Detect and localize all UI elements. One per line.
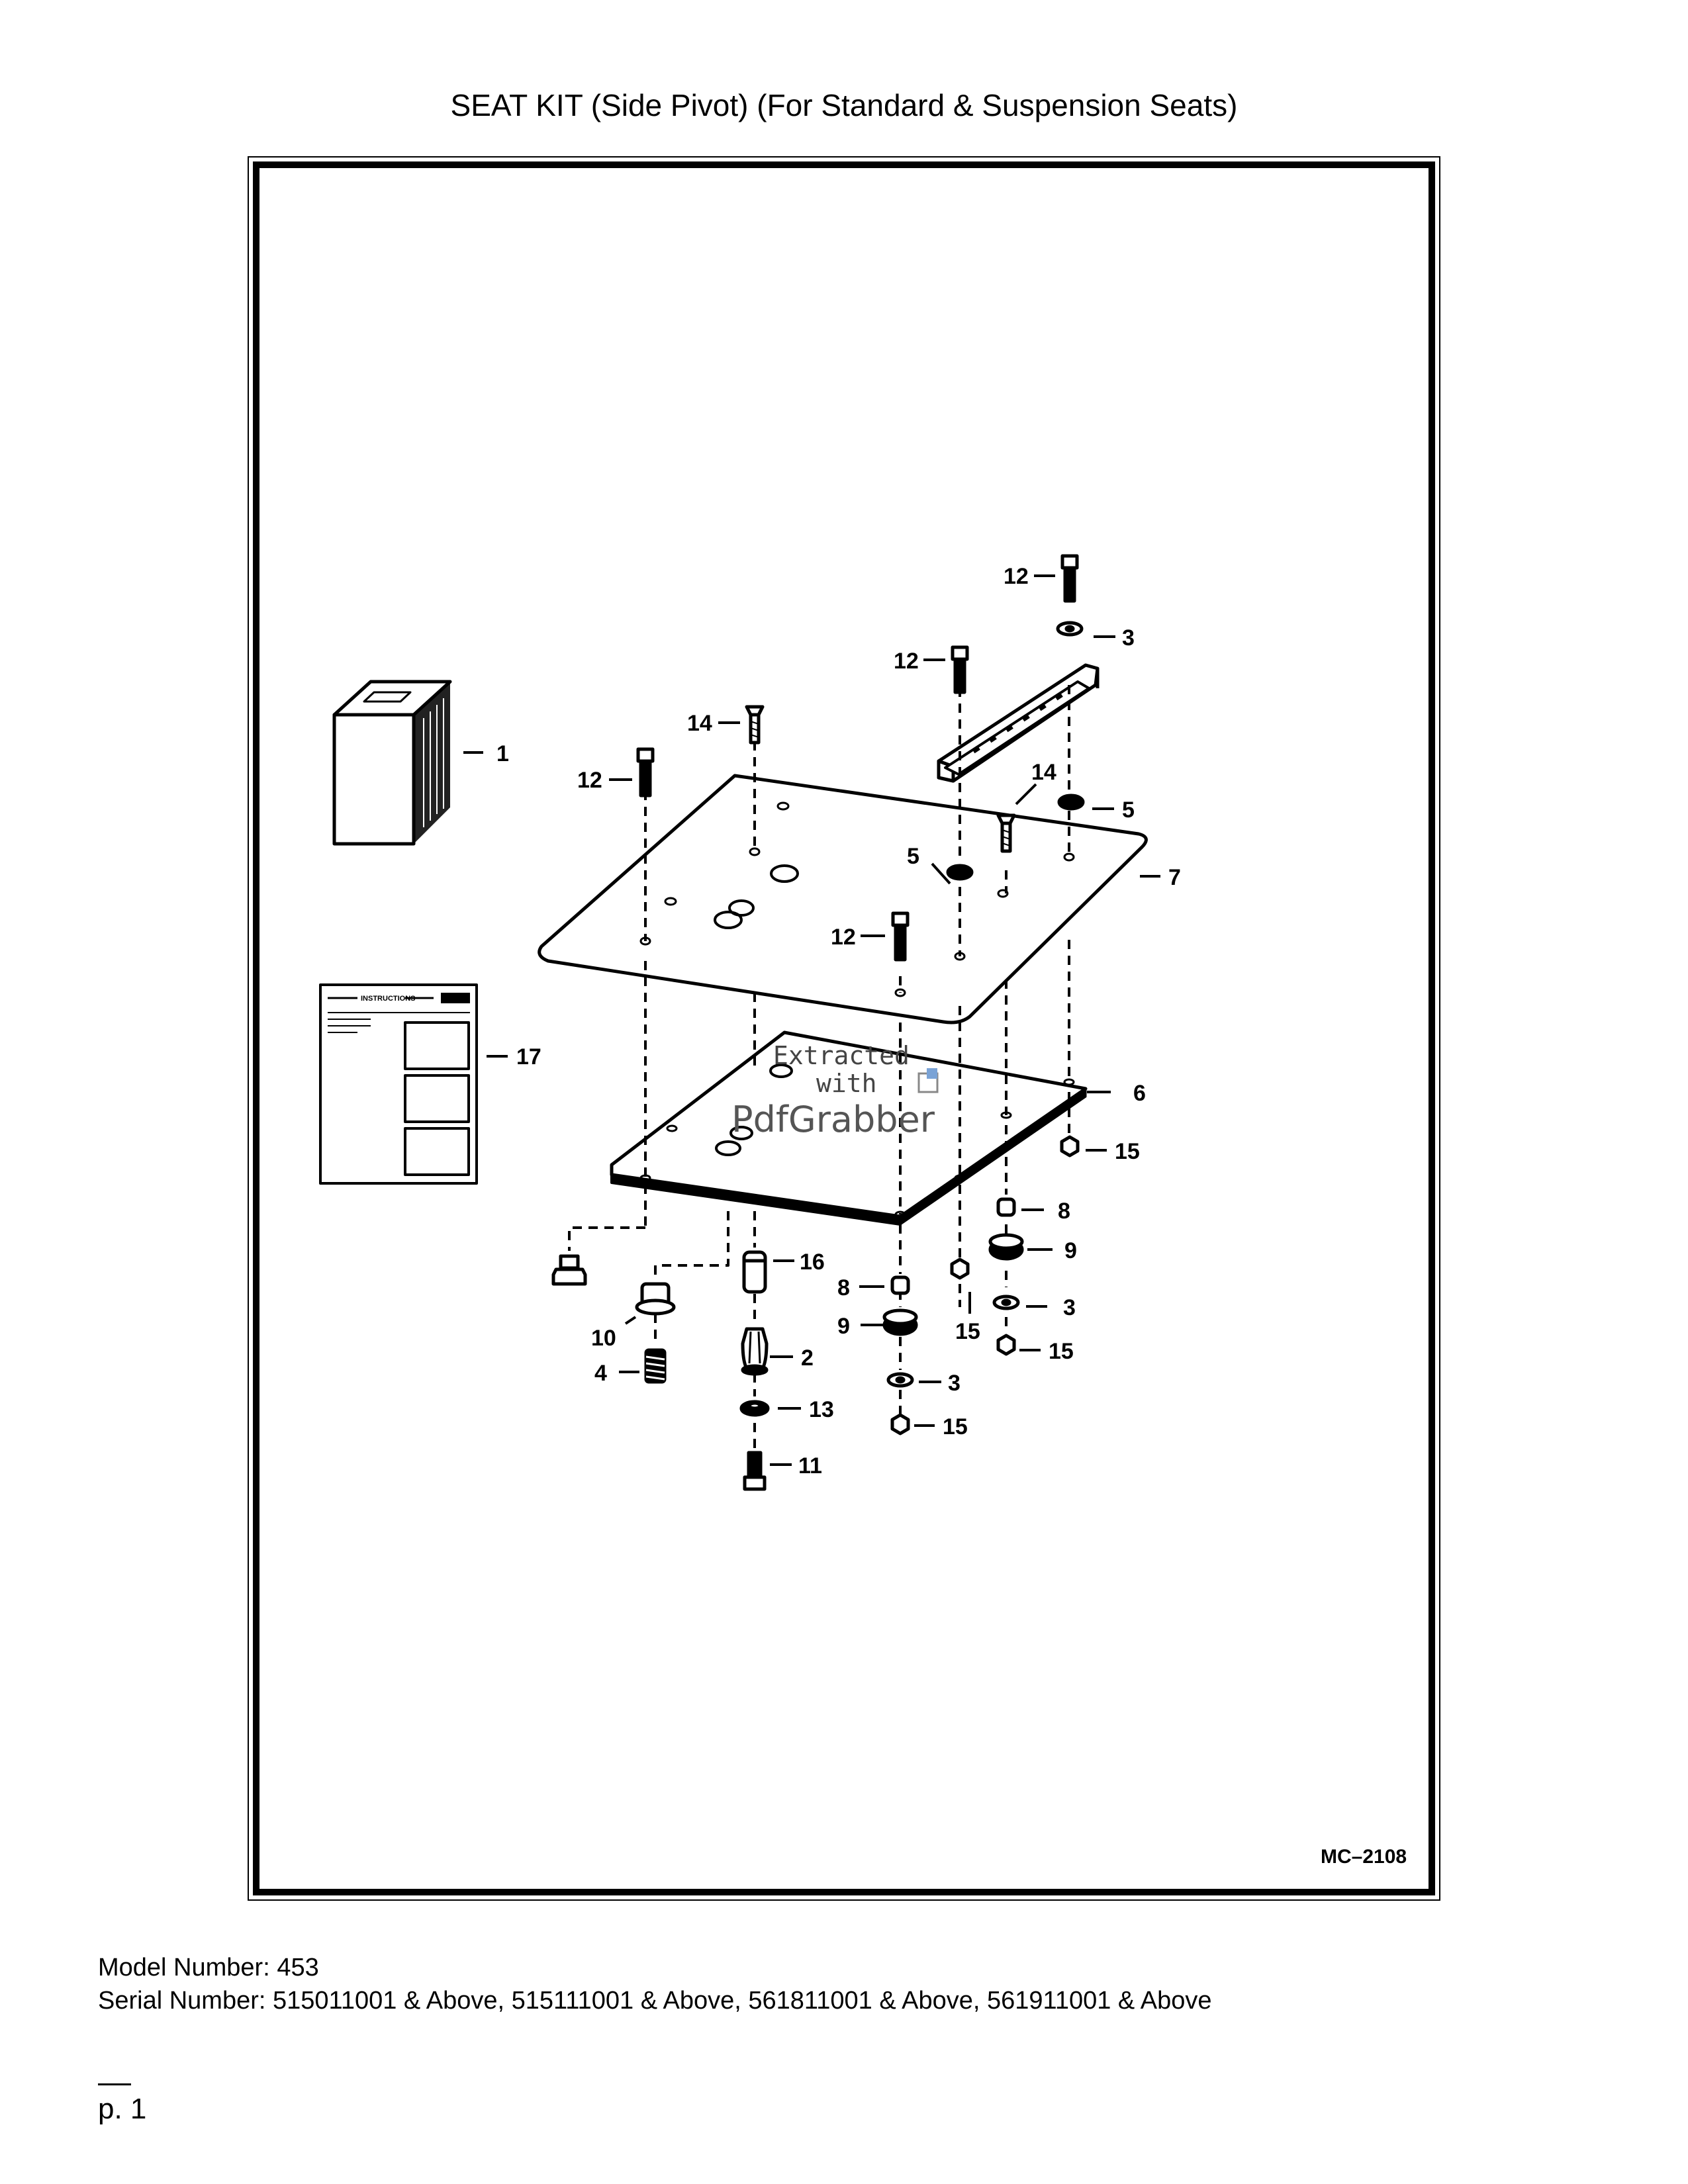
spring-4 [644, 1348, 667, 1384]
callout-8: 8 [1058, 1199, 1070, 1224]
nut-15-d [890, 1413, 910, 1435]
callout-14: 14 [1031, 760, 1056, 785]
nut-15-a [1060, 1135, 1080, 1158]
callout-2: 2 [801, 1345, 814, 1371]
screw-14-a [745, 705, 765, 745]
callout-3: 3 [1063, 1295, 1076, 1320]
top-plate [538, 774, 1148, 1024]
grommet-9-a [988, 1233, 1024, 1261]
seat-kit-box [332, 680, 452, 846]
pivot-bolt-head [551, 1254, 587, 1286]
model-number: Model Number: 453 [98, 1954, 319, 1981]
watermark-line-1: Extracted [773, 1041, 910, 1070]
callout-12: 12 [577, 768, 602, 793]
assembly-lines [568, 672, 1070, 1449]
callout-16: 16 [800, 1250, 825, 1275]
callout-15: 15 [1049, 1339, 1074, 1364]
callout-6: 6 [1133, 1081, 1146, 1106]
callout-15: 15 [955, 1319, 980, 1344]
pin-16 [742, 1250, 767, 1294]
callout-9: 9 [837, 1314, 850, 1339]
diagram-frame-outer [248, 156, 1440, 1901]
page-number: p. 1 [98, 2093, 147, 2125]
callout-10: 10 [591, 1326, 616, 1351]
callout-5: 5 [907, 844, 919, 869]
bolt-12-c [636, 747, 655, 797]
callout-12: 12 [831, 925, 856, 950]
callout-15: 15 [1115, 1139, 1140, 1164]
callout-3: 3 [1122, 625, 1135, 651]
nut-15-c [996, 1334, 1016, 1356]
nut-5-a [1057, 794, 1085, 811]
callout-11: 11 [798, 1453, 822, 1479]
bottom-plate [610, 1030, 1088, 1226]
seat-slide-rail [937, 663, 1100, 783]
bolt-12-d [891, 911, 910, 962]
grommet-9-b [882, 1308, 918, 1336]
nut-15-b [950, 1257, 970, 1280]
callout-1: 1 [496, 741, 509, 766]
callout-13: 13 [809, 1397, 834, 1422]
washer-13 [739, 1400, 770, 1417]
serial-number: Serial Number: 515011001 & Above, 515111… [98, 1987, 1212, 2015]
instruction-sheet-heading: INSTRUCTIONS [361, 995, 416, 1003]
page-number-rule [98, 2083, 131, 2085]
callout-labels: 12 3 12 14 1 12 14 5 5 7 12 17 6 15 8 9 … [496, 564, 1181, 1479]
watermark-line-3: PdfGrabber [731, 1099, 935, 1140]
spacer-8-a [996, 1197, 1016, 1217]
bolt-12-a [1060, 554, 1079, 603]
nut-5-b [946, 864, 974, 881]
callout-12: 12 [1004, 564, 1029, 589]
callout-12: 12 [894, 649, 919, 674]
callout-3: 3 [948, 1371, 961, 1396]
spacer-8-b [890, 1275, 910, 1295]
callout-8: 8 [837, 1275, 850, 1300]
bolt-12-b [951, 645, 969, 694]
drawing-code: MC–2108 [1321, 1846, 1407, 1868]
callout-9: 9 [1064, 1238, 1077, 1263]
watermark-line-2: with [816, 1069, 877, 1098]
cone-bushing-2 [741, 1327, 769, 1376]
diagram-frame [253, 161, 1435, 1895]
screw-14-b [996, 813, 1016, 853]
watermark: Extracted with PdfGrabber [731, 1041, 939, 1140]
instruction-sheet [319, 983, 478, 1185]
callout-15: 15 [943, 1414, 968, 1439]
callout-5: 5 [1122, 797, 1135, 823]
bolt-11 [743, 1451, 767, 1491]
callout-4: 4 [594, 1361, 607, 1386]
leader-lines [463, 574, 1160, 1466]
callout-14: 14 [687, 711, 712, 736]
callout-7: 7 [1168, 865, 1181, 890]
callout-17: 17 [516, 1044, 541, 1069]
page-title: SEAT KIT (Side Pivot) (For Standard & Su… [450, 88, 1238, 122]
bushing-10 [635, 1282, 676, 1316]
